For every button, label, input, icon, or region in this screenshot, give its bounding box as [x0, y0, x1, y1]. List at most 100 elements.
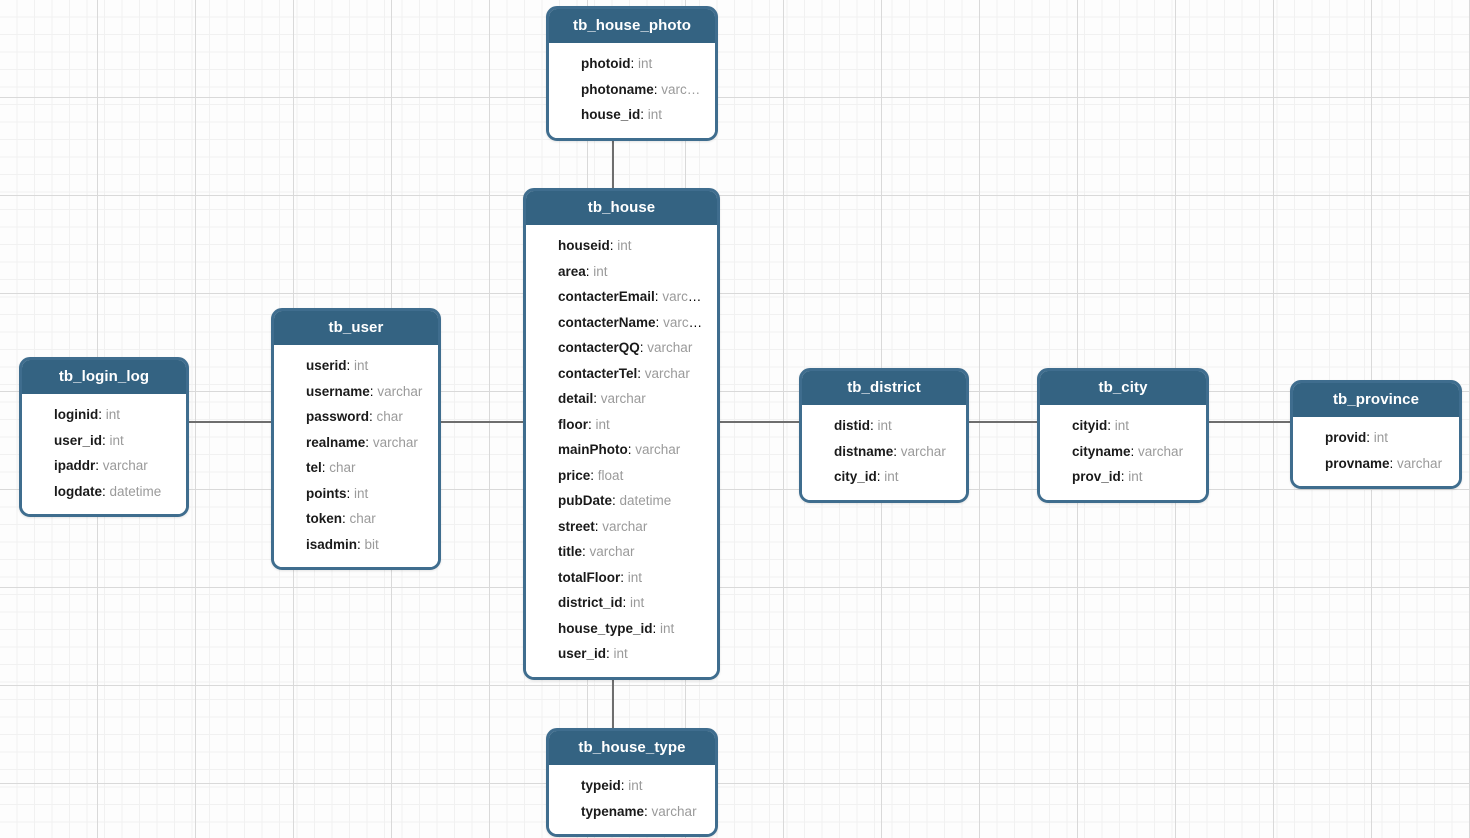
- field-row[interactable]: photoname: varc…: [549, 77, 715, 103]
- field-separator: :: [365, 434, 373, 450]
- field-type: int: [595, 416, 610, 432]
- field-name: floor: [558, 416, 588, 432]
- connector-district-city[interactable]: [966, 421, 1040, 423]
- field-name: detail: [558, 391, 594, 406]
- field-row[interactable]: username: varchar: [274, 379, 438, 405]
- field-separator: :: [346, 358, 355, 373]
- field-row[interactable]: street: varchar: [526, 514, 717, 540]
- field-separator: :: [95, 458, 103, 473]
- field-separator: :: [98, 407, 106, 422]
- field-row[interactable]: cityname: varchar: [1040, 439, 1206, 465]
- field-row[interactable]: user_id: int: [22, 428, 186, 454]
- field-name: street: [558, 518, 595, 534]
- field-separator: :: [1130, 443, 1139, 459]
- field-type: int: [105, 407, 121, 422]
- entity-table-header-tb_house[interactable]: tb_house: [526, 191, 717, 225]
- field-row[interactable]: typeid: int: [549, 773, 715, 799]
- field-row[interactable]: houseid: int: [526, 233, 717, 259]
- field-row[interactable]: provid: int: [1293, 425, 1459, 451]
- field-row[interactable]: cityid: int: [1040, 413, 1206, 439]
- connector-city-province[interactable]: [1206, 421, 1293, 423]
- connector-house-photo[interactable]: [612, 131, 614, 188]
- field-row[interactable]: token: char: [274, 506, 438, 532]
- entity-table-header-tb_city[interactable]: tb_city: [1040, 371, 1206, 405]
- field-row[interactable]: floor: int: [526, 412, 717, 438]
- field-type: varchar: [377, 383, 423, 399]
- entity-table-header-tb_house_photo[interactable]: tb_house_photo: [549, 9, 715, 43]
- field-type: char: [349, 511, 376, 526]
- connector-loginlog-user[interactable]: [186, 421, 274, 423]
- field-row[interactable]: logdate: datetime: [22, 479, 186, 505]
- field-row[interactable]: contacterQQ: varchar: [526, 335, 717, 361]
- field-row[interactable]: typename: varchar: [549, 799, 715, 825]
- field-type: int: [627, 569, 643, 585]
- field-row[interactable]: house_type_id: int: [526, 616, 717, 642]
- field-separator: :: [582, 544, 590, 559]
- field-row[interactable]: district_id: int: [526, 590, 717, 616]
- field-separator: :: [369, 409, 377, 424]
- connector-house-type[interactable]: [612, 665, 614, 728]
- field-name: username: [306, 383, 370, 399]
- entity-table-header-tb_district[interactable]: tb_district: [802, 371, 966, 405]
- field-row[interactable]: realname: varchar: [274, 430, 438, 456]
- connector-user-house[interactable]: [438, 421, 526, 423]
- entity-table-header-tb_user[interactable]: tb_user: [274, 311, 438, 345]
- field-row[interactable]: city_id: int: [802, 464, 966, 490]
- field-row[interactable]: user_id: int: [526, 641, 717, 667]
- field-row[interactable]: mainPhoto: varchar: [526, 437, 717, 463]
- field-row[interactable]: contacterEmail: varchar: [526, 284, 717, 310]
- entity-table-header-tb_login_log[interactable]: tb_login_log: [22, 360, 186, 394]
- field-type: varchar: [602, 518, 648, 534]
- field-row[interactable]: area: int: [526, 259, 717, 285]
- field-row[interactable]: userid: int: [274, 353, 438, 379]
- field-row[interactable]: distid: int: [802, 413, 966, 439]
- field-type: bit: [364, 536, 379, 552]
- field-row[interactable]: tel: char: [274, 455, 438, 481]
- field-row[interactable]: distname: varchar: [802, 439, 966, 465]
- field-type: int: [617, 238, 632, 253]
- field-type: varchar: [589, 544, 635, 559]
- field-row[interactable]: password: char: [274, 404, 438, 430]
- field-name: password: [306, 409, 370, 424]
- field-separator: :: [1389, 455, 1398, 471]
- field-row[interactable]: detail: varchar: [526, 386, 717, 412]
- field-row[interactable]: points: int: [274, 481, 438, 507]
- field-separator: :: [655, 314, 664, 330]
- field-name: contacterTel: [558, 365, 638, 381]
- field-row[interactable]: loginid: int: [22, 402, 186, 428]
- field-row[interactable]: photoid: int: [549, 51, 715, 77]
- field-row[interactable]: price: float: [526, 463, 717, 489]
- field-row[interactable]: pubDate: datetime: [526, 488, 717, 514]
- entity-table-header-tb_house_type[interactable]: tb_house_type: [549, 731, 715, 765]
- field-row[interactable]: provname: varchar: [1293, 451, 1459, 477]
- field-row[interactable]: contacterName: varchar: [526, 310, 717, 336]
- field-separator: :: [588, 416, 596, 432]
- connector-house-district[interactable]: [717, 421, 802, 423]
- field-row[interactable]: isadmin: bit: [274, 532, 438, 558]
- field-type: int: [109, 432, 124, 448]
- field-row[interactable]: prov_id: int: [1040, 464, 1206, 490]
- field-name: prov_id: [1072, 469, 1121, 484]
- entity-table-header-tb_province[interactable]: tb_province: [1293, 383, 1459, 417]
- field-row[interactable]: title: varchar: [526, 539, 717, 565]
- field-type: int: [647, 107, 663, 122]
- field-separator: :: [102, 483, 110, 499]
- field-row[interactable]: contacterTel: varchar: [526, 361, 717, 387]
- field-row[interactable]: ipaddr: varchar: [22, 453, 186, 479]
- field-row[interactable]: totalFloor: int: [526, 565, 717, 591]
- field-row[interactable]: house_id: int: [549, 102, 715, 128]
- field-separator: :: [1107, 418, 1115, 433]
